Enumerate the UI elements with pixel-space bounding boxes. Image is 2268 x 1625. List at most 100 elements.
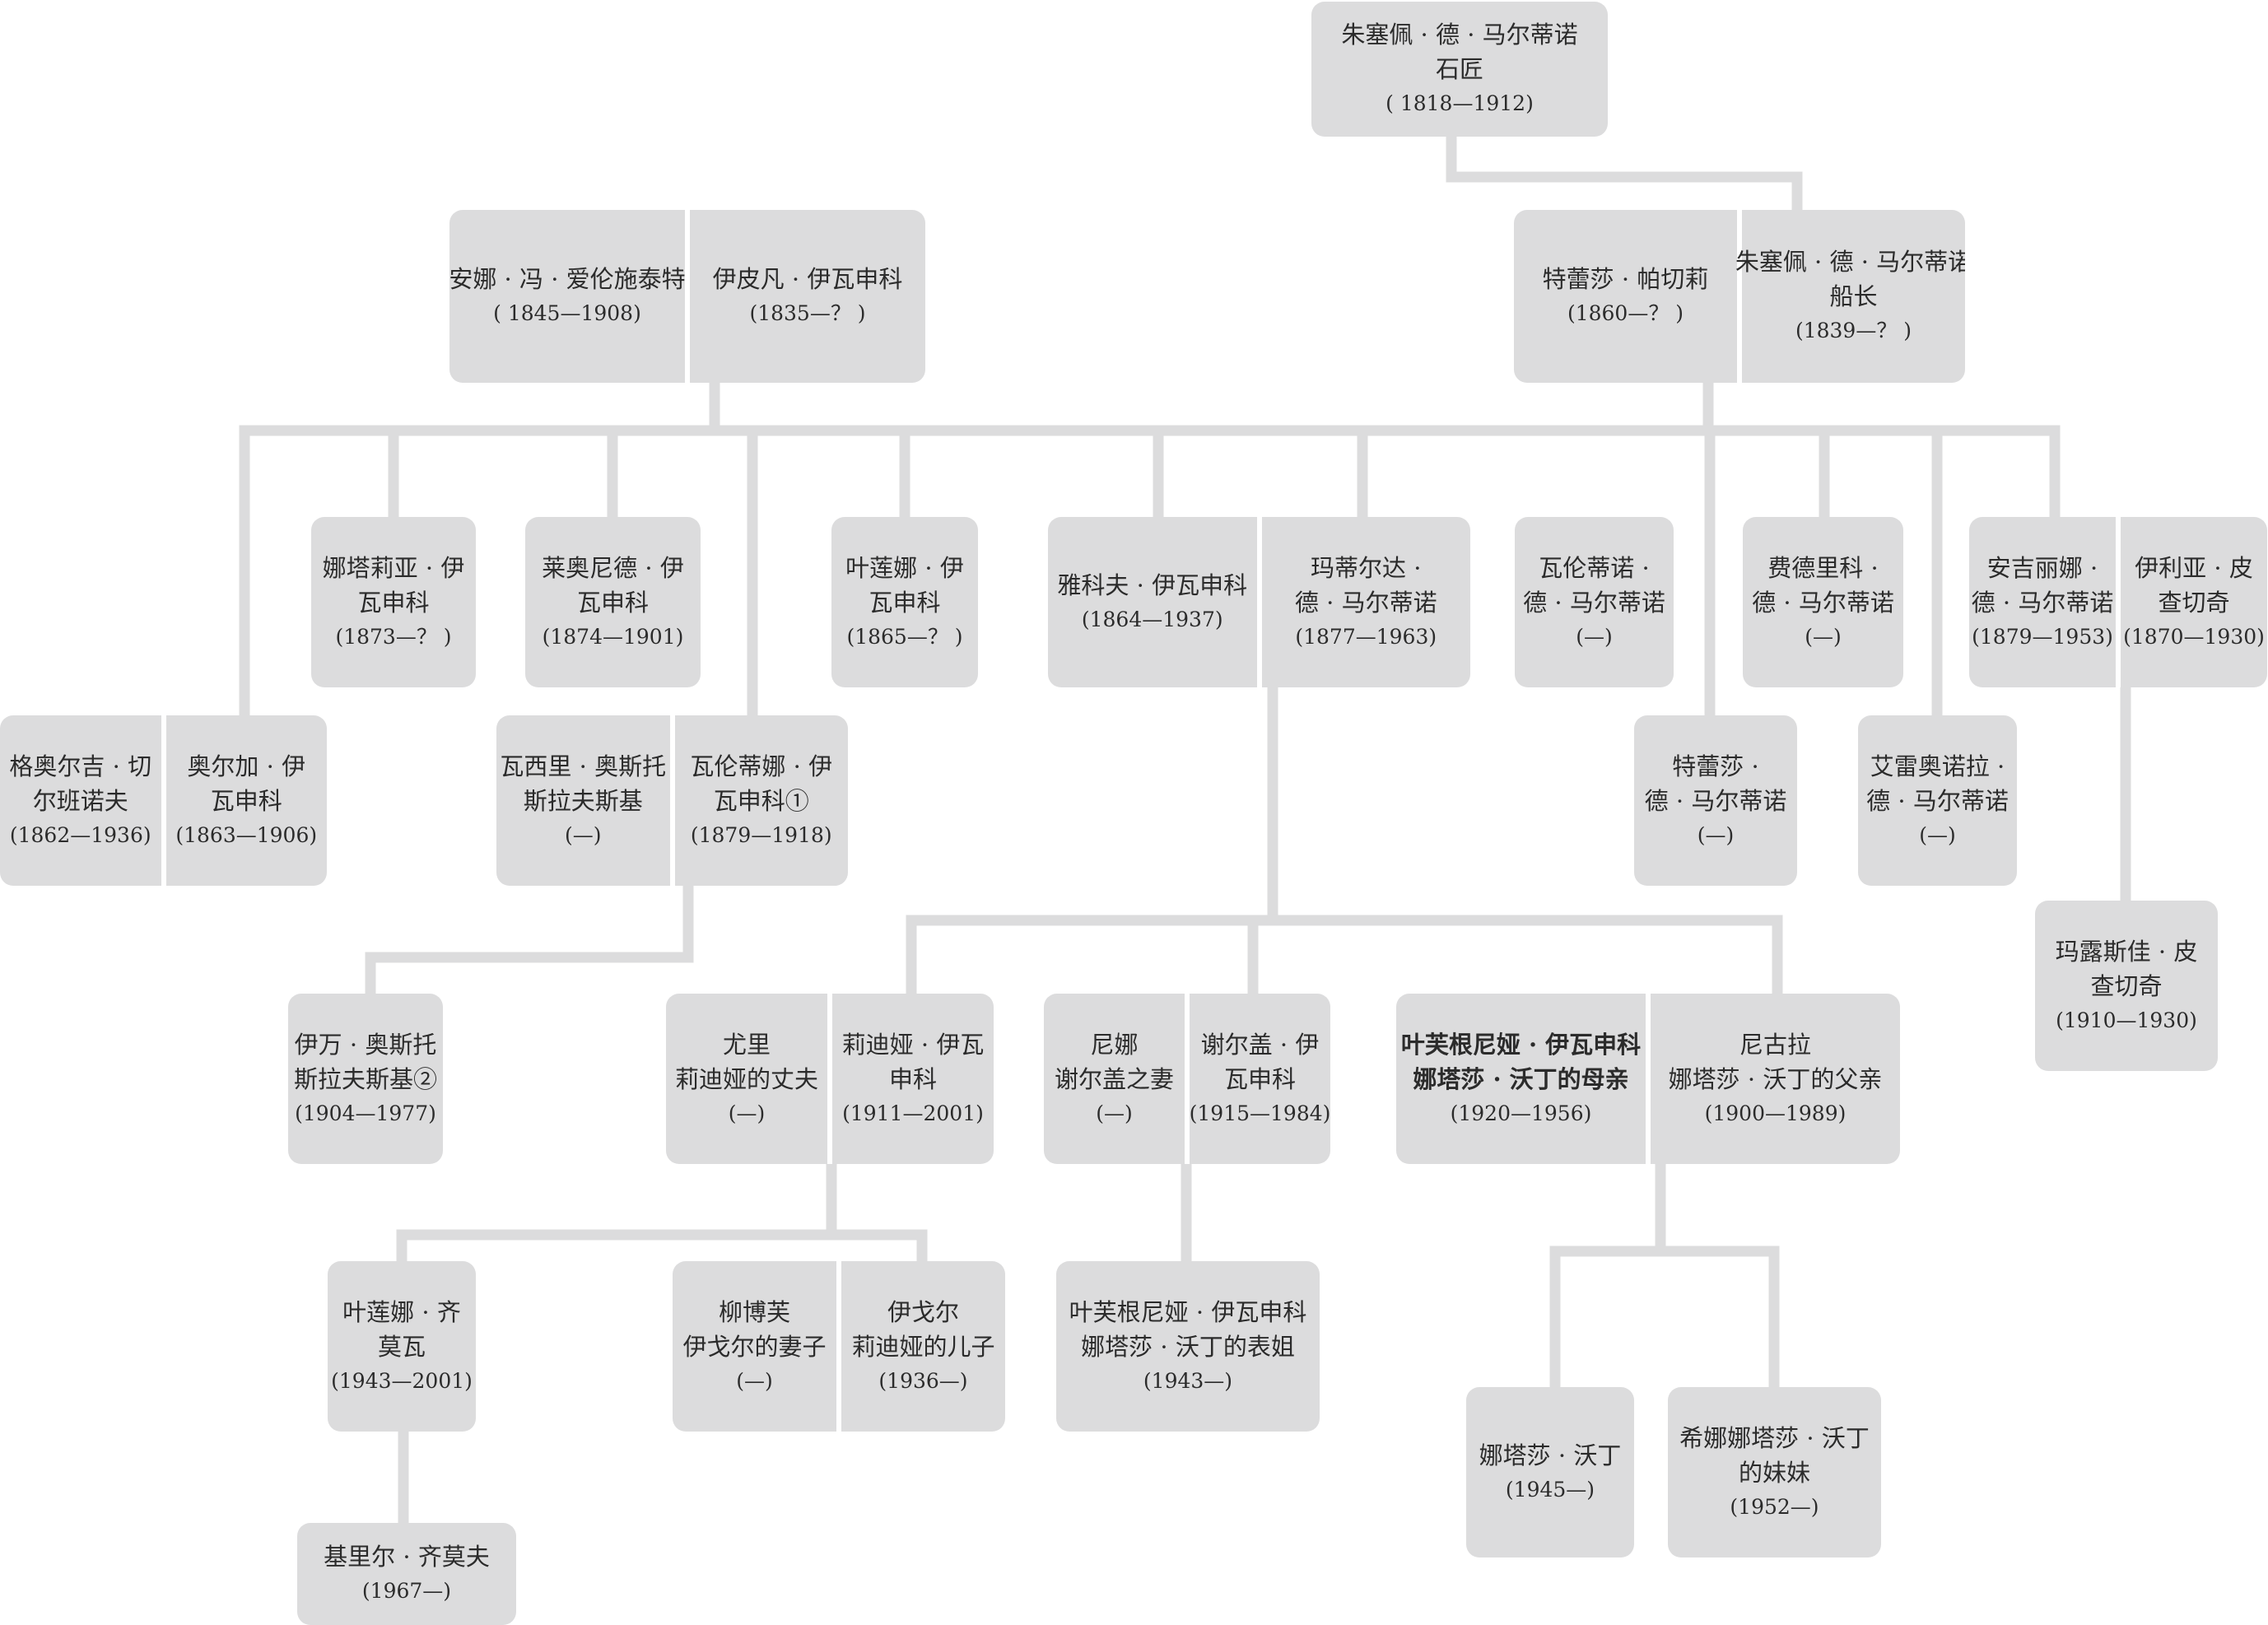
person-name: 玛蒂尔达 · bbox=[1311, 553, 1422, 582]
person-note: 查切奇 bbox=[2090, 971, 2163, 1000]
person-cell: 叶莲娜 · 伊瓦申科(1865—？ ) bbox=[831, 517, 978, 687]
person-note: 石匠 bbox=[1435, 55, 1483, 83]
person-name: 安吉丽娜 · bbox=[1986, 553, 2098, 582]
person-cell: 雅科夫 · 伊瓦申科 (1864—1937) bbox=[1048, 517, 1257, 687]
person-cell: 安娜 · 冯 · 爱伦施泰特( 1845—1908) bbox=[449, 210, 686, 383]
person-box: 基里尔 · 齐莫夫(1967—) bbox=[297, 1523, 516, 1625]
person-name: 谢尔盖 · 伊 bbox=[1200, 1030, 1320, 1059]
person-years: (1865—？ ) bbox=[846, 624, 963, 649]
person-years: (1920—1956) bbox=[1450, 1101, 1592, 1125]
person-years: (1904—1977) bbox=[295, 1101, 436, 1125]
person-cell: 特蕾莎 ·德 · 马尔蒂诺(—) bbox=[1634, 715, 1797, 886]
person-name: 雅科夫 · 伊瓦申科 bbox=[1057, 570, 1248, 599]
person-box: 希娜娜塔莎 · 沃丁的妹妹 (1952—) bbox=[1668, 1387, 1881, 1557]
person-years: (1943—2001) bbox=[331, 1368, 473, 1393]
person-name: 伊皮凡 · 伊瓦申科 bbox=[712, 265, 903, 293]
person-cell: 玛露斯佳 · 皮查切奇(1910—1930) bbox=[2035, 901, 2218, 1071]
person-note: 伊戈尔的妻子 bbox=[682, 1332, 827, 1361]
person-box: 朱塞佩 · 德 · 马尔蒂诺石匠( 1818—1912) bbox=[1311, 2, 1608, 137]
person-name: 希娜娜塔莎 · 沃丁 bbox=[1679, 1423, 1870, 1452]
person-years: (1879—1953) bbox=[1972, 624, 2113, 649]
person-name: 叶莲娜 · 齐 bbox=[342, 1297, 461, 1326]
person-years: (—) bbox=[1919, 822, 1956, 847]
person-name: 基里尔 · 齐莫夫 bbox=[324, 1543, 490, 1571]
person-years: (1952—) bbox=[1730, 1494, 1819, 1519]
person-cell: 朱塞佩 · 德 · 马尔蒂诺石匠( 1818—1912) bbox=[1311, 2, 1608, 137]
person-years: (1864—1937) bbox=[1081, 607, 1223, 631]
person-note: 谢尔盖之妻 bbox=[1054, 1064, 1174, 1093]
person-years: (1860—？ ) bbox=[1567, 301, 1684, 325]
person-name: 朱塞佩 · 德 · 马尔蒂诺 bbox=[1735, 248, 1965, 276]
person-cell: 艾雷奥诺拉 · 德 · 马尔蒂诺 (—) bbox=[1858, 715, 2017, 886]
person-box: 叶莲娜 · 伊瓦申科(1865—？ ) bbox=[831, 517, 978, 687]
person-name: 格奥尔吉 · 切 bbox=[9, 752, 152, 780]
person-cell: 娜塔莎 · 沃丁(1945—) bbox=[1466, 1387, 1634, 1557]
person-cell: 柳博芙伊戈尔的妻子 (—) bbox=[673, 1261, 836, 1432]
person-note: 申科 bbox=[888, 1064, 937, 1093]
person-cell: 瓦西里 · 奥斯托斯拉夫斯基(—) bbox=[496, 715, 670, 886]
person-box: 叶芙根尼娅 · 伊瓦申科娜塔莎 · 沃丁的表姐(1943—) bbox=[1056, 1261, 1320, 1432]
couple-box: 柳博芙伊戈尔的妻子(—)伊戈尔莉迪娅的儿子(1936—) bbox=[673, 1261, 1005, 1432]
couple-box: 安吉丽娜 ·德 · 马尔蒂诺(1879—1953)伊利亚 · 皮查切奇(1870… bbox=[1969, 517, 2267, 687]
person-cell: 叶莲娜 · 齐莫瓦(1943—2001) bbox=[328, 1261, 476, 1432]
couple-box: 特蕾莎 · 帕切莉(1860—？ )朱塞佩 · 德 · 马尔蒂诺船长(1839—… bbox=[1514, 210, 1965, 383]
couple-box: 安娜 · 冯 · 爱伦施泰特( 1845—1908)伊皮凡 · 伊瓦申科(183… bbox=[449, 210, 925, 383]
person-cell: 基里尔 · 齐莫夫(1967—) bbox=[297, 1523, 516, 1625]
person-name: 安娜 · 冯 · 爱伦施泰特 bbox=[449, 265, 686, 293]
person-note: 德 · 马尔蒂诺 bbox=[1866, 786, 2009, 815]
person-years: (1877—1963) bbox=[1295, 624, 1437, 649]
person-name: 叶莲娜 · 伊 bbox=[845, 553, 964, 582]
person-name: 瓦伦蒂娜 · 伊 bbox=[690, 752, 833, 780]
person-cell: 安吉丽娜 · 德 · 马尔蒂诺 (1879—1953) bbox=[1969, 517, 2116, 687]
person-note: 娜塔莎 · 沃丁的母亲 bbox=[1413, 1064, 1629, 1093]
person-cell: 莱奥尼德 · 伊瓦申科(1874—1901) bbox=[525, 517, 701, 687]
person-years: (1911—2001) bbox=[842, 1101, 984, 1125]
couple-box: 叶芙根尼娅 · 伊瓦申科娜塔莎 · 沃丁的母亲(1920—1956)尼古拉娜塔莎… bbox=[1396, 994, 1900, 1164]
person-name: 朱塞佩 · 德 · 马尔蒂诺 bbox=[1341, 21, 1578, 49]
person-name: 柳博芙 bbox=[718, 1297, 790, 1326]
person-box: 娜塔莎 · 沃丁(1945—) bbox=[1466, 1387, 1634, 1557]
person-box: 艾雷奥诺拉 · 德 · 马尔蒂诺 (—) bbox=[1858, 715, 2017, 886]
person-years: (1915—1984) bbox=[1189, 1101, 1330, 1125]
person-name: 特蕾莎 · bbox=[1672, 752, 1759, 780]
person-cell: 玛蒂尔达 ·德 · 马尔蒂诺(1877—1963) bbox=[1256, 517, 1471, 687]
person-box: 娜塔莉亚 · 伊瓦申科(1873—？ ) bbox=[311, 517, 476, 687]
person-note: 莉迪娅的丈夫 bbox=[674, 1064, 818, 1093]
person-years: (1879—1918) bbox=[690, 822, 832, 847]
person-note: 瓦申科 bbox=[357, 588, 430, 617]
person-years: (1945—) bbox=[1505, 1477, 1595, 1502]
person-box: 伊万 · 奥斯托斯拉夫斯基②(1904—1977) bbox=[288, 994, 443, 1164]
person-note: 德 · 马尔蒂诺 bbox=[1752, 588, 1894, 617]
person-note: 娜塔莎 · 沃丁的表姐 bbox=[1081, 1332, 1295, 1361]
person-years: (1900—1989) bbox=[1704, 1101, 1847, 1125]
couple-box: 雅科夫 · 伊瓦申科 (1864—1937) 玛蒂尔达 ·德 · 马尔蒂诺(1877… bbox=[1048, 517, 1470, 687]
person-note: 德 · 马尔蒂诺 bbox=[1971, 588, 2114, 617]
person-name: 艾雷奥诺拉 · bbox=[1870, 752, 2005, 780]
couple-box: 尤里莉迪娅的丈夫(—)莉迪娅 · 伊瓦申科(1911—2001) bbox=[666, 994, 994, 1164]
person-note: 瓦申科 bbox=[576, 588, 649, 617]
person-name: 尼古拉 bbox=[1739, 1030, 1811, 1059]
person-years: (1870—1930) bbox=[2123, 624, 2265, 649]
person-box: 费德里科 ·德 · 马尔蒂诺(—) bbox=[1743, 517, 1903, 687]
person-name: 叶芙根尼娅 · 伊瓦申科 bbox=[1400, 1030, 1642, 1059]
person-years: (—) bbox=[736, 1368, 773, 1393]
person-note: 斯拉夫斯基 bbox=[523, 786, 643, 815]
person-name: 娜塔莉亚 · 伊 bbox=[322, 553, 465, 582]
person-note: 德 · 马尔蒂诺 bbox=[1644, 786, 1787, 815]
couple-box: 格奥尔吉 · 切尔班诺夫(1862—1936)奥尔加 · 伊瓦申科(1863—1… bbox=[0, 715, 327, 886]
person-note: 查切奇 bbox=[2158, 588, 2230, 617]
person-years: (1863—1906) bbox=[175, 822, 318, 847]
person-cell: 希娜娜塔莎 · 沃丁的妹妹 (1952—) bbox=[1668, 1387, 1881, 1557]
person-name: 玛露斯佳 · 皮 bbox=[2055, 937, 2198, 966]
person-cell: 伊万 · 奥斯托斯拉夫斯基②(1904—1977) bbox=[288, 994, 443, 1164]
person-note: 的妹妹 bbox=[1738, 1458, 1810, 1487]
person-name: 伊万 · 奥斯托 bbox=[294, 1030, 437, 1059]
person-name: 莉迪娅 · 伊瓦 bbox=[841, 1030, 985, 1059]
person-name: 尤里 bbox=[722, 1030, 771, 1059]
couple-box: 瓦西里 · 奥斯托斯拉夫斯基(—)瓦伦蒂娜 · 伊瓦申科①(1879—1918) bbox=[496, 715, 848, 886]
person-name: 莱奥尼德 · 伊 bbox=[542, 553, 684, 582]
person-note: 瓦申科① bbox=[713, 786, 809, 815]
person-years: (—) bbox=[564, 822, 602, 847]
person-cell: 谢尔盖 · 伊瓦申科(1915—1984) bbox=[1185, 994, 1330, 1164]
